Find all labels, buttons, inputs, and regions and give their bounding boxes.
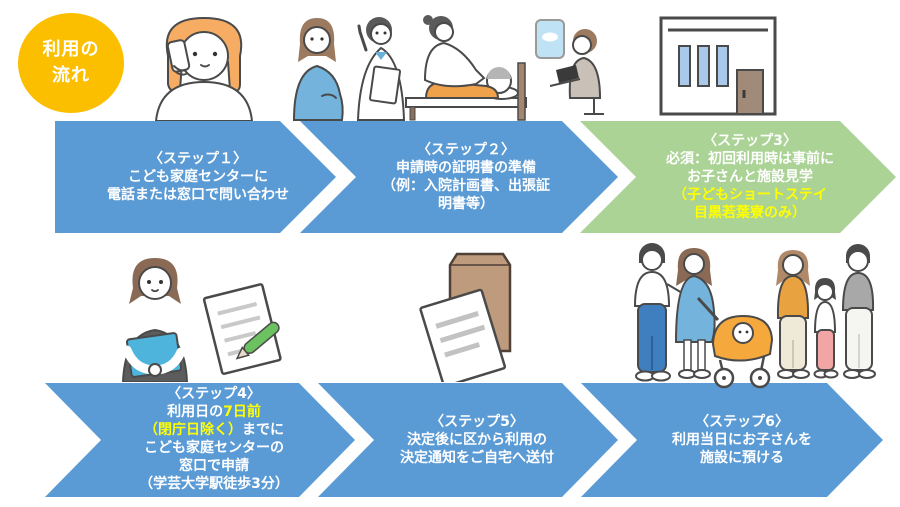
step-3-text: 〈ステップ3〉必須：初回利用時は事前にお子さんと施設見学 （子どもショートステイ目… [618,121,882,233]
step-text-line: こども家庭センターに [128,168,268,185]
flow-title-badge: 利用の 流れ [18,13,124,113]
step-6-text: 〈ステップ6〉利用当日にお子さんを施設に預ける [618,383,866,497]
step-text-line: 〈ステップ4〉 [167,386,261,403]
step-text-line: （閉庁日除く）までに [144,422,284,439]
step-1-arrow [55,121,336,233]
step-text-line: こども家庭センターの [144,440,284,456]
step-3-arrow [580,121,896,233]
step-5-arrow [318,383,618,497]
step-2-text: 〈ステップ２〉申請時の証明書の準備 （例：入院計画書、出張証明書等） [332,121,600,233]
step-4-arrow [45,383,355,497]
woman-on-phone-icon [154,16,254,121]
step-text-line: お子さんと施設見学 [687,168,813,185]
facility-building-icon [659,16,777,116]
step-text-line: 〈ステップ２〉 [417,141,515,158]
step-text-line: 〈ステップ１〉 [149,150,247,167]
woman-writing-application-icon [121,258,282,382]
flow-title-line2: 流れ [52,65,90,86]
step-text-line: 目黒若葉寮のみ） [694,205,806,222]
step-text-line: 利用日の7日前 [167,404,261,421]
envelope-notice-icon [419,252,512,382]
step-text-line: （子どもショートステイ [673,187,827,204]
step-text-line: 明書等） [438,196,494,213]
step-4-text: 〈ステップ4〉利用日の7日前（閉庁日除く）までにこども家庭センターの窓口で申請（… [88,383,340,497]
step-text-line: 利用当日にお子さんを [672,431,812,448]
step-text-line: 決定後に区から利用の [407,431,547,448]
step-1-text: 〈ステップ１〉こども家庭センターに電話または窓口で問い合わせ [62,121,334,233]
step-text-line: 申請時の証明書の準備 [396,159,536,176]
step-2-arrow [300,121,618,233]
step-text-line: 必須：初回利用時は事前に [666,150,834,167]
step-text-line: （学芸大学駅徒歩3分） [139,475,289,492]
step-text-line: 決定通知をご自宅へ送付 [400,450,554,467]
step-text-line: （例：入院計画書、出張証 [382,178,550,194]
hospital-care-scene-icon [292,15,604,121]
family-with-stroller-icon [633,243,876,389]
step-text-line: 施設に預ける [700,450,784,467]
step-text-line: 〈ステップ6〉 [695,413,789,430]
step-text-line: 電話または窓口で問い合わせ [107,187,289,204]
step-text-line: 〈ステップ5〉 [430,413,524,430]
flow-title-line1: 利用の [42,38,100,60]
step-5-text: 〈ステップ5〉決定後に区から利用の決定通知をご自宅へ送付 [352,383,602,497]
step-6-arrow [581,383,883,497]
step-text-line: 〈ステップ3〉 [703,132,797,149]
step-text-line: 窓口で申請 [179,457,249,474]
